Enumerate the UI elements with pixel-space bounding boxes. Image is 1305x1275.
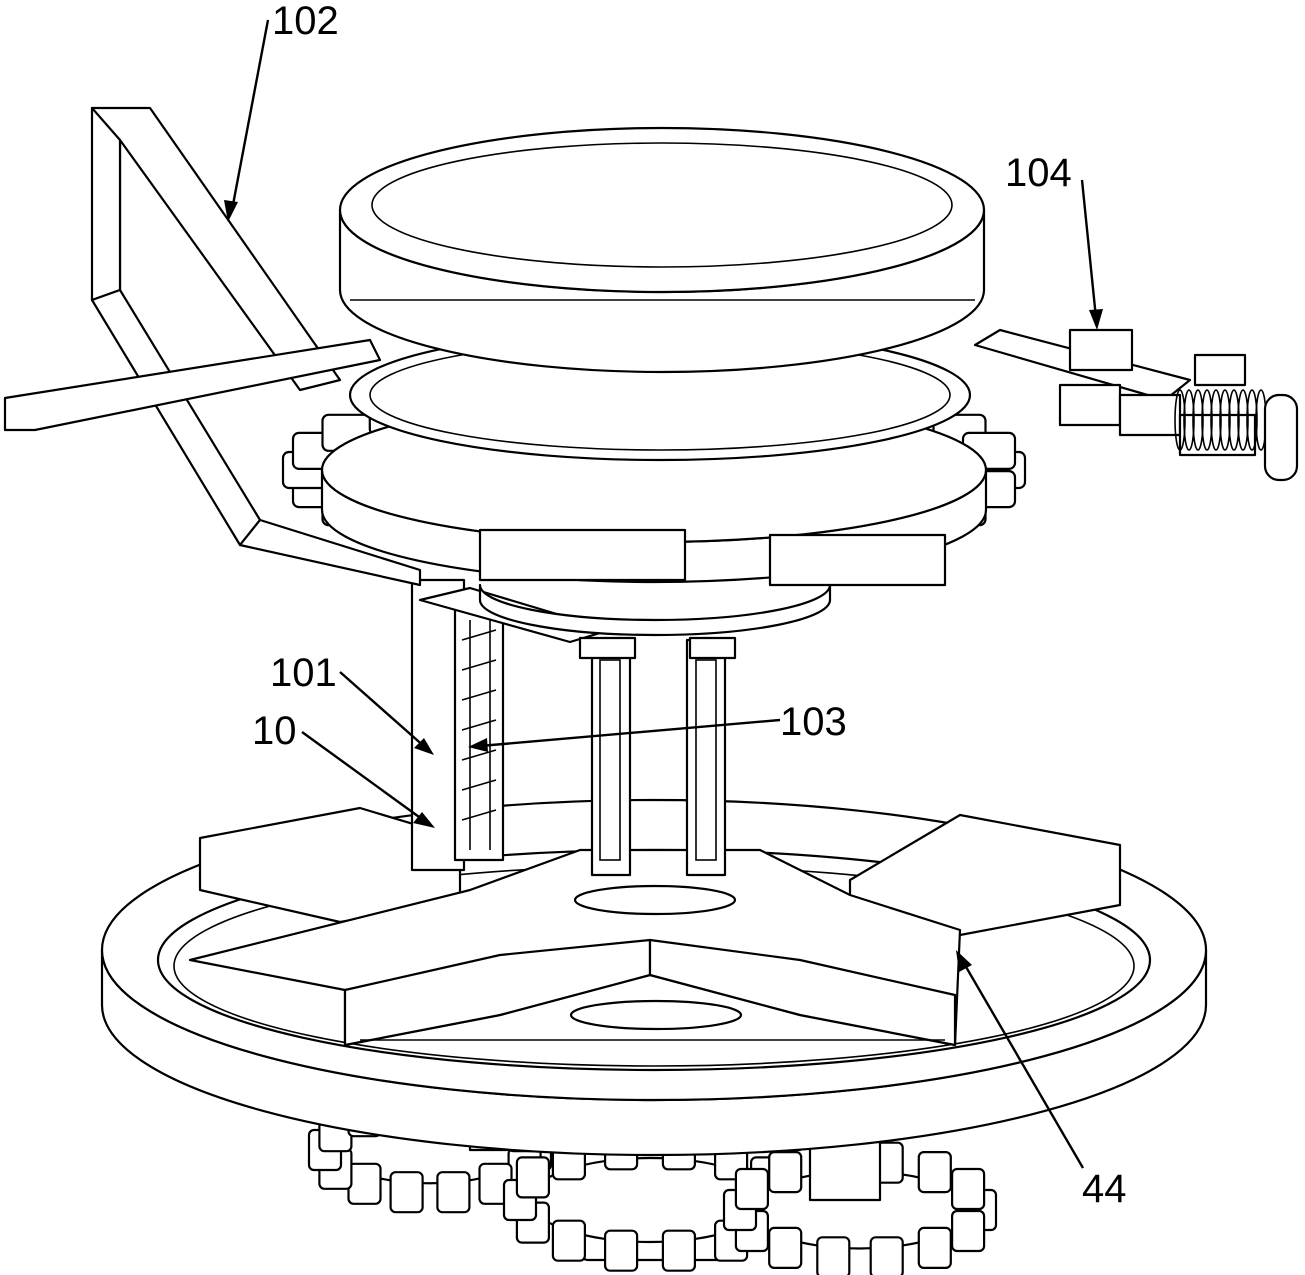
screw-thread xyxy=(1201,389,1213,451)
gear-tooth xyxy=(515,1156,551,1199)
screw-thread xyxy=(1183,389,1195,451)
label-103: 103 xyxy=(780,700,847,744)
leader-101 xyxy=(339,671,427,749)
gear-tooth xyxy=(661,1229,697,1272)
label-101: 101 xyxy=(270,651,337,695)
adjust-screw-assembly xyxy=(973,328,1299,482)
screw-thread xyxy=(1246,389,1258,451)
screw-thread xyxy=(1192,389,1204,451)
label-104: 104 xyxy=(1005,151,1072,195)
gear-tooth xyxy=(436,1171,471,1214)
reference-labels: 102 104 101 10 103 44 xyxy=(252,0,1127,1211)
gear-tooth xyxy=(950,1167,986,1211)
top-drum xyxy=(338,126,986,374)
spring-coil xyxy=(461,809,497,821)
spring-coil xyxy=(461,749,497,761)
screw-thread xyxy=(1237,389,1249,451)
gear-tooth xyxy=(768,1226,803,1270)
gear-tooth xyxy=(768,1150,803,1194)
leader-lines xyxy=(224,19,1103,1169)
screw-thread xyxy=(1174,389,1186,451)
screw-thread xyxy=(1210,389,1222,451)
gear-tooth xyxy=(869,1236,904,1275)
gear-tooth xyxy=(551,1219,587,1262)
gear-tooth xyxy=(917,1150,952,1194)
gear-tooth xyxy=(950,1209,986,1253)
spring-coil xyxy=(461,719,497,731)
leader-103 xyxy=(479,718,781,748)
bracket-arm xyxy=(3,106,422,587)
gear-tooth xyxy=(389,1171,424,1214)
guide-column xyxy=(410,578,612,872)
leader-104 xyxy=(1080,179,1098,319)
label-102: 102 xyxy=(272,0,339,43)
gear-tooth xyxy=(816,1236,851,1275)
gear-tooth xyxy=(603,1229,639,1272)
central-shaft xyxy=(478,583,832,916)
spring-coil xyxy=(461,629,497,641)
gear-tooth xyxy=(347,1162,382,1205)
screw-thread xyxy=(1228,389,1240,451)
leader-44 xyxy=(960,959,1085,1169)
spring-coil xyxy=(461,659,497,671)
spring-coil xyxy=(461,779,497,791)
gear-tooth xyxy=(734,1167,770,1211)
label-10: 10 xyxy=(252,709,297,753)
gear-tooth xyxy=(917,1226,952,1270)
spring-coil xyxy=(461,689,497,701)
screw-thread xyxy=(1219,389,1231,451)
label-44: 44 xyxy=(1082,1167,1127,1211)
cross-plate xyxy=(188,806,1122,1047)
leader-102 xyxy=(230,19,270,211)
leader-10 xyxy=(301,731,427,823)
